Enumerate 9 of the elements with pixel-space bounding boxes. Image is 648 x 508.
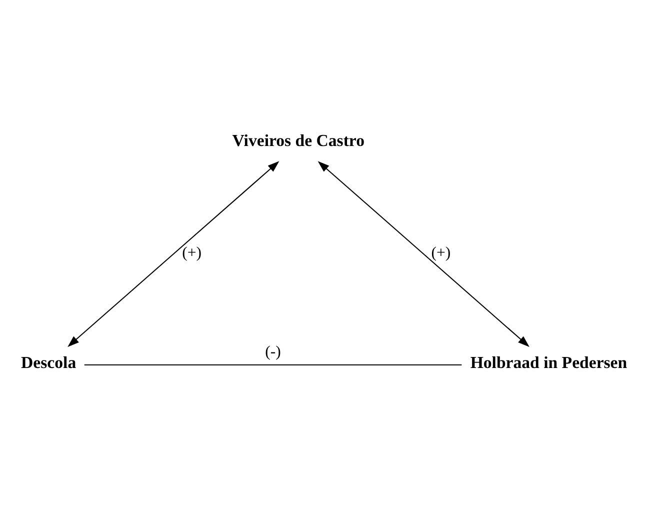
edge-label: (+) (182, 244, 202, 262)
arrow (318, 161, 530, 347)
node-text: Descola (21, 352, 76, 372)
edge-label: (-) (265, 343, 281, 360)
node-text: Viveiros de Castro (232, 131, 364, 150)
node-text: Holbraad in Pedersen (470, 352, 628, 372)
edge-label: (+) (431, 244, 451, 262)
connector (84, 364, 462, 366)
arrow (68, 161, 280, 347)
